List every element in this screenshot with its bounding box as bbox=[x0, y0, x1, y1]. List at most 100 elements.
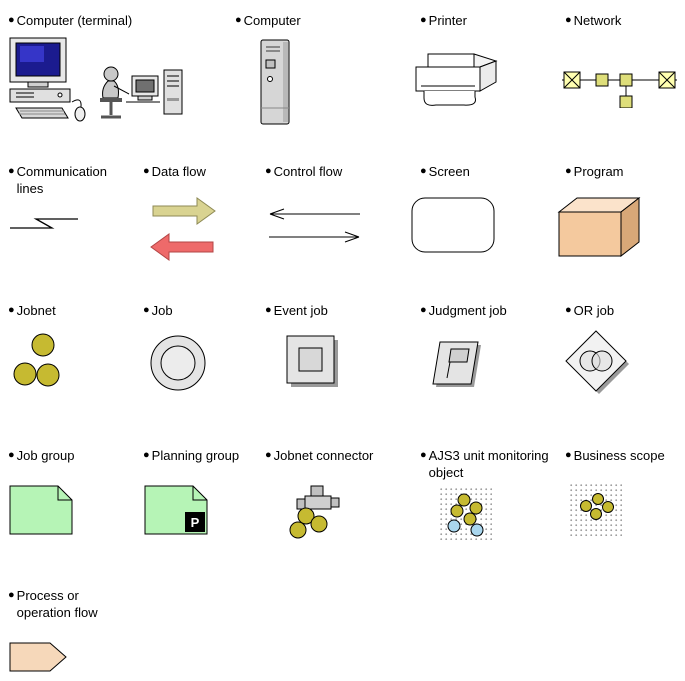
legend-item-communication-lines: ● Communication lines bbox=[8, 163, 120, 239]
item-label-row: ● Jobnet connector bbox=[265, 447, 400, 464]
item-label: Communication lines bbox=[16, 164, 107, 196]
job-group-icon bbox=[9, 485, 73, 535]
ajs3-unit-monitoring-object-icon bbox=[440, 488, 492, 540]
legend-item-or-job: ● OR job bbox=[565, 302, 675, 396]
legend-item-computer: ● Computer bbox=[235, 12, 355, 128]
communication-lines-icon bbox=[10, 218, 78, 229]
item-label-row: ● Job group bbox=[8, 447, 118, 464]
item-label-row: ● Process or operation flow bbox=[8, 587, 108, 621]
legend-item-process-or-operation-flow: ● Process or operation flow bbox=[8, 587, 108, 677]
legend-item-business-scope: ● Business scope bbox=[565, 447, 683, 536]
bullet-icon: ● bbox=[420, 14, 427, 26]
item-label-row: ● Communication lines bbox=[8, 163, 120, 197]
bullet-icon: ● bbox=[143, 449, 150, 461]
item-label-row: ● AJS3 unit monitoring object bbox=[420, 447, 550, 481]
or-job-icon bbox=[565, 330, 629, 394]
item-label-row: ● Network bbox=[565, 12, 683, 29]
business-scope-icon bbox=[570, 484, 622, 536]
bullet-icon: ● bbox=[235, 14, 242, 26]
legend-item-jobnet: ● Jobnet bbox=[8, 302, 118, 395]
legend-item-event-job: ● Event job bbox=[265, 302, 385, 390]
bullet-icon: ● bbox=[565, 304, 572, 316]
printer-icon bbox=[415, 53, 498, 106]
legend-item-planning-group: ● Planning group P bbox=[143, 447, 261, 538]
item-label-row: ● Computer (terminal) bbox=[8, 12, 208, 29]
item-label: Computer (terminal) bbox=[16, 13, 133, 28]
screen-icon bbox=[411, 197, 495, 253]
item-label-row: ● Screen bbox=[420, 163, 530, 180]
computer-icon bbox=[260, 39, 290, 125]
bullet-icon: ● bbox=[565, 14, 572, 26]
item-label-row: ● Jobnet bbox=[8, 302, 118, 319]
bullet-icon: ● bbox=[420, 304, 427, 316]
bullet-icon: ● bbox=[420, 449, 427, 461]
computer-terminal-icon bbox=[9, 37, 183, 122]
network-icon bbox=[562, 71, 677, 108]
legend-item-judgment-job: ● Judgment job bbox=[420, 302, 545, 392]
bullet-icon: ● bbox=[143, 165, 150, 177]
bullet-icon: ● bbox=[8, 449, 15, 461]
item-label: Event job bbox=[273, 303, 328, 318]
item-label-row: ● Judgment job bbox=[420, 302, 545, 319]
bullet-icon: ● bbox=[8, 304, 15, 316]
program-icon bbox=[557, 196, 641, 258]
legend-item-ajs3-unit-monitoring-object: ● AJS3 unit monitoring object bbox=[420, 447, 550, 544]
item-label: Jobnet connector bbox=[273, 448, 374, 463]
item-label: Network bbox=[573, 13, 622, 28]
bullet-icon: ● bbox=[565, 449, 572, 461]
process-or-operation-flow-icon bbox=[9, 642, 67, 672]
item-label: Business scope bbox=[573, 448, 665, 463]
bullet-icon: ● bbox=[8, 165, 15, 177]
item-label: Printer bbox=[428, 13, 467, 28]
item-label-row: ● Printer bbox=[420, 12, 550, 29]
item-label: Job group bbox=[16, 448, 75, 463]
item-label-row: ● Planning group bbox=[143, 447, 261, 464]
bullet-icon: ● bbox=[8, 14, 15, 26]
legend-item-job: ● Job bbox=[143, 302, 243, 394]
legend-item-program: ● Program bbox=[557, 163, 680, 260]
item-label: Screen bbox=[428, 164, 470, 179]
legend-item-jobnet-connector: ● Jobnet connector bbox=[265, 447, 400, 542]
item-label: Planning group bbox=[151, 448, 240, 463]
legend-item-control-flow: ● Control flow bbox=[265, 163, 375, 248]
bullet-icon: ● bbox=[565, 165, 572, 177]
bullet-icon: ● bbox=[265, 449, 272, 461]
item-label: AJS3 unit monitoring object bbox=[428, 448, 549, 480]
item-label: OR job bbox=[573, 303, 615, 318]
legend-item-screen: ● Screen bbox=[411, 163, 530, 254]
planning-group-badge: P bbox=[191, 515, 200, 530]
item-label-row: ● Computer bbox=[235, 12, 355, 29]
legend-item-computer-terminal: ● Computer (terminal) bbox=[8, 12, 208, 128]
item-label-row: ● Program bbox=[565, 163, 680, 180]
planning-group-icon: P bbox=[144, 485, 208, 535]
item-label-row: ● Control flow bbox=[265, 163, 375, 180]
bullet-icon: ● bbox=[265, 165, 272, 177]
judgment-job-icon bbox=[432, 341, 481, 387]
item-label: Data flow bbox=[151, 164, 206, 179]
item-label: Judgment job bbox=[428, 303, 507, 318]
legend-item-data-flow: ● Data flow bbox=[143, 163, 253, 266]
legend-item-job-group: ● Job group bbox=[8, 447, 118, 536]
item-label: Control flow bbox=[273, 164, 343, 179]
bullet-icon: ● bbox=[8, 589, 15, 601]
item-label-row: ● OR job bbox=[565, 302, 675, 319]
item-label: Program bbox=[573, 164, 624, 179]
item-label: Process or operation flow bbox=[16, 588, 98, 620]
item-label-row: ● Event job bbox=[265, 302, 385, 319]
item-label: Computer bbox=[243, 13, 301, 28]
bullet-icon: ● bbox=[143, 304, 150, 316]
item-label-row: ● Business scope bbox=[565, 447, 683, 464]
control-flow-icon bbox=[269, 208, 360, 243]
item-label-row: ● Job bbox=[143, 302, 243, 319]
legend-item-network: ● Network bbox=[562, 12, 683, 108]
item-label: Job bbox=[151, 303, 173, 318]
item-label: Jobnet bbox=[16, 303, 56, 318]
jobnet-icon bbox=[13, 333, 60, 387]
bullet-icon: ● bbox=[420, 165, 427, 177]
event-job-icon bbox=[286, 335, 338, 387]
item-label-row: ● Data flow bbox=[143, 163, 253, 180]
data-flow-icon bbox=[150, 197, 216, 261]
jobnet-connector-icon bbox=[289, 485, 340, 539]
job-icon bbox=[150, 335, 206, 391]
bullet-icon: ● bbox=[265, 304, 272, 316]
